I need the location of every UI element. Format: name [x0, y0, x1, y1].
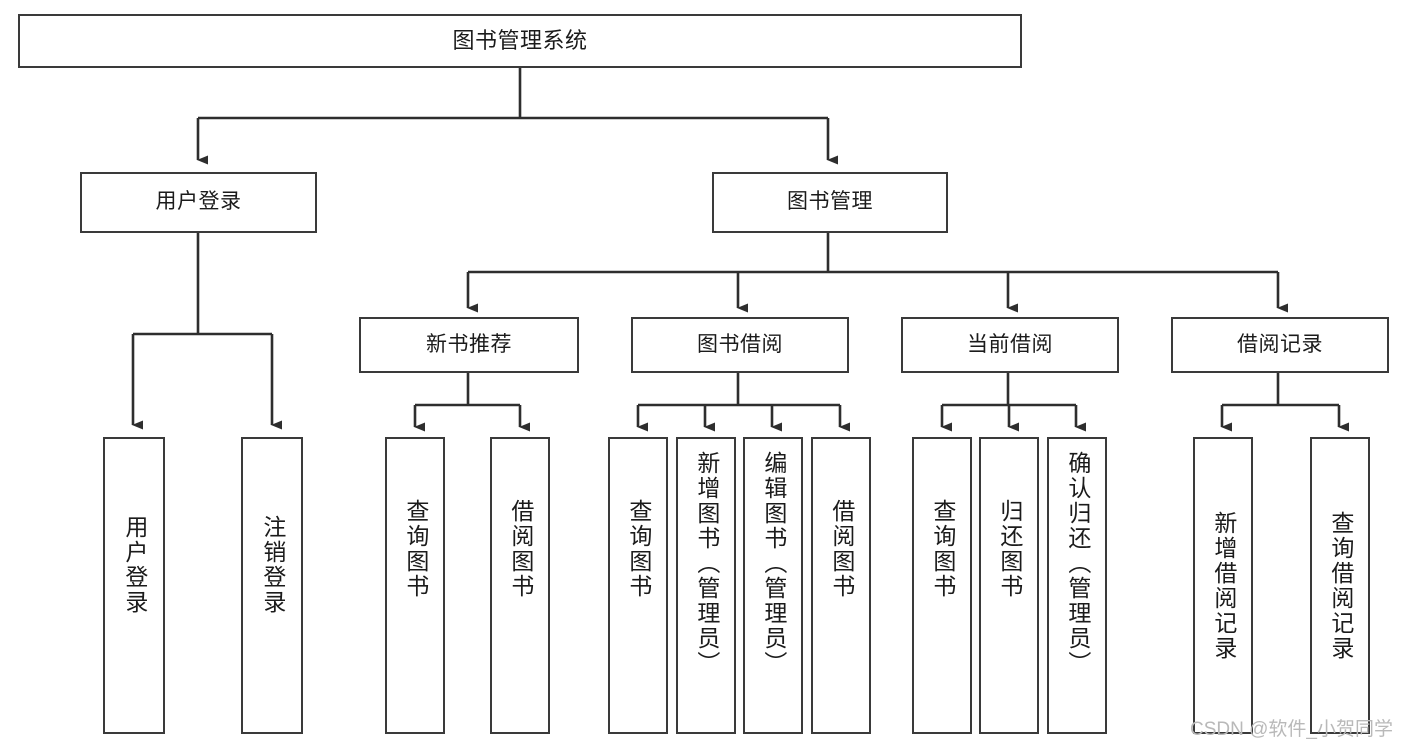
node-leaf-confirm-return-label: 确认归还（管理员） [1064, 451, 1091, 676]
node-leaf-return-book-label: 归还图书 [996, 499, 1023, 599]
node-leaf-user-logout[interactable]: 注销登录 [241, 437, 303, 734]
node-leaf-add-record-label: 新增借阅记录 [1210, 510, 1237, 661]
node-leaf-borrow-book-1-label: 借阅图书 [507, 499, 534, 599]
node-leaf-edit-book-label: 编辑图书（管理员） [760, 451, 787, 676]
node-leaf-query-book-3-label: 查询图书 [929, 499, 956, 599]
node-leaf-user-login-label: 用户登录 [121, 515, 148, 615]
node-leaf-query-record-label: 查询借阅记录 [1327, 510, 1354, 661]
node-leaf-edit-book[interactable]: 编辑图书（管理员） [743, 437, 803, 734]
node-root-label: 图书管理系统 [452, 28, 588, 54]
node-user-login-label: 用户登录 [155, 190, 242, 214]
node-leaf-user-login[interactable]: 用户登录 [103, 437, 165, 734]
node-leaf-confirm-return[interactable]: 确认归还（管理员） [1047, 437, 1107, 734]
node-leaf-add-book[interactable]: 新增图书（管理员） [676, 437, 736, 734]
node-user-login[interactable]: 用户登录 [80, 172, 317, 233]
node-leaf-user-logout-label: 注销登录 [259, 515, 286, 615]
node-book-borrow[interactable]: 图书借阅 [631, 317, 849, 373]
node-leaf-borrow-book-1[interactable]: 借阅图书 [490, 437, 550, 734]
node-leaf-return-book[interactable]: 归还图书 [979, 437, 1039, 734]
node-book-borrow-label: 图书借阅 [697, 332, 783, 356]
node-current-borrow[interactable]: 当前借阅 [901, 317, 1119, 373]
node-leaf-query-book-2[interactable]: 查询图书 [608, 437, 668, 734]
node-book-management-label: 图书管理 [787, 190, 873, 214]
watermark: CSDN @软件_小贺同学 [1190, 719, 1393, 740]
node-borrow-record[interactable]: 借阅记录 [1171, 317, 1389, 373]
node-borrow-record-label: 借阅记录 [1237, 332, 1323, 356]
node-leaf-query-book-1-label: 查询图书 [402, 499, 429, 599]
node-root[interactable]: 图书管理系统 [18, 14, 1022, 68]
node-current-borrow-label: 当前借阅 [967, 332, 1053, 356]
node-leaf-query-book-3[interactable]: 查询图书 [912, 437, 972, 734]
node-leaf-borrow-book-2[interactable]: 借阅图书 [811, 437, 871, 734]
node-leaf-add-record[interactable]: 新增借阅记录 [1193, 437, 1253, 734]
node-leaf-borrow-book-2-label: 借阅图书 [828, 499, 855, 599]
node-leaf-add-book-label: 新增图书（管理员） [693, 451, 720, 676]
node-book-management[interactable]: 图书管理 [712, 172, 948, 233]
node-leaf-query-book-2-label: 查询图书 [625, 499, 652, 599]
node-leaf-query-record[interactable]: 查询借阅记录 [1310, 437, 1370, 734]
node-new-book-recommend-label: 新书推荐 [426, 332, 512, 356]
node-new-book-recommend[interactable]: 新书推荐 [359, 317, 579, 373]
node-leaf-query-book-1[interactable]: 查询图书 [385, 437, 445, 734]
